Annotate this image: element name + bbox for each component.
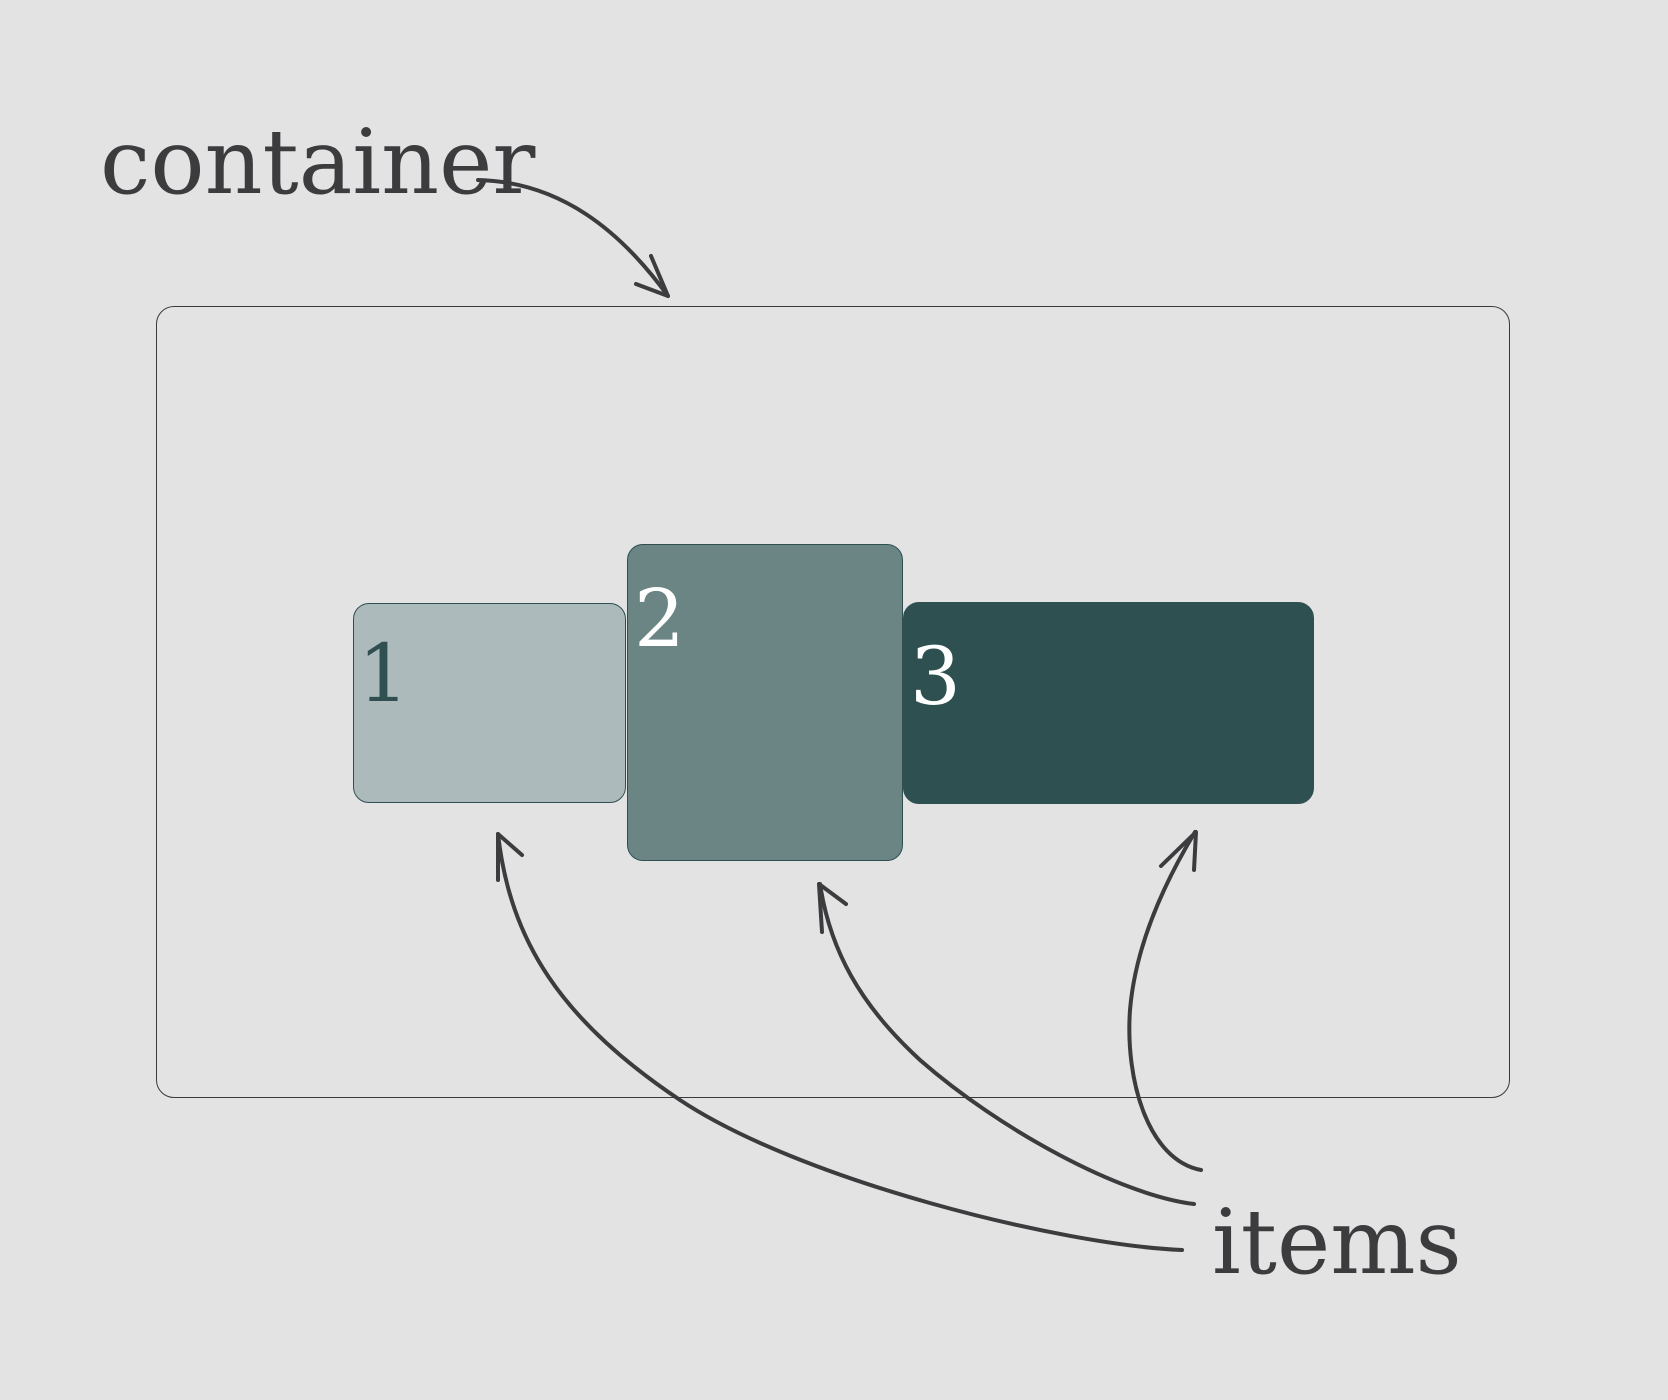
item-1-number: 1 [358, 627, 409, 720]
flex-item-2: 2 [627, 544, 903, 861]
items-label: items [1212, 1190, 1462, 1295]
flex-item-3: 3 [903, 602, 1314, 804]
item-3-number: 3 [910, 630, 961, 723]
flex-item-1: 1 [353, 603, 626, 803]
container-label: container [100, 110, 536, 215]
container-arrowhead [634, 254, 670, 298]
item-2-number: 2 [634, 572, 685, 665]
